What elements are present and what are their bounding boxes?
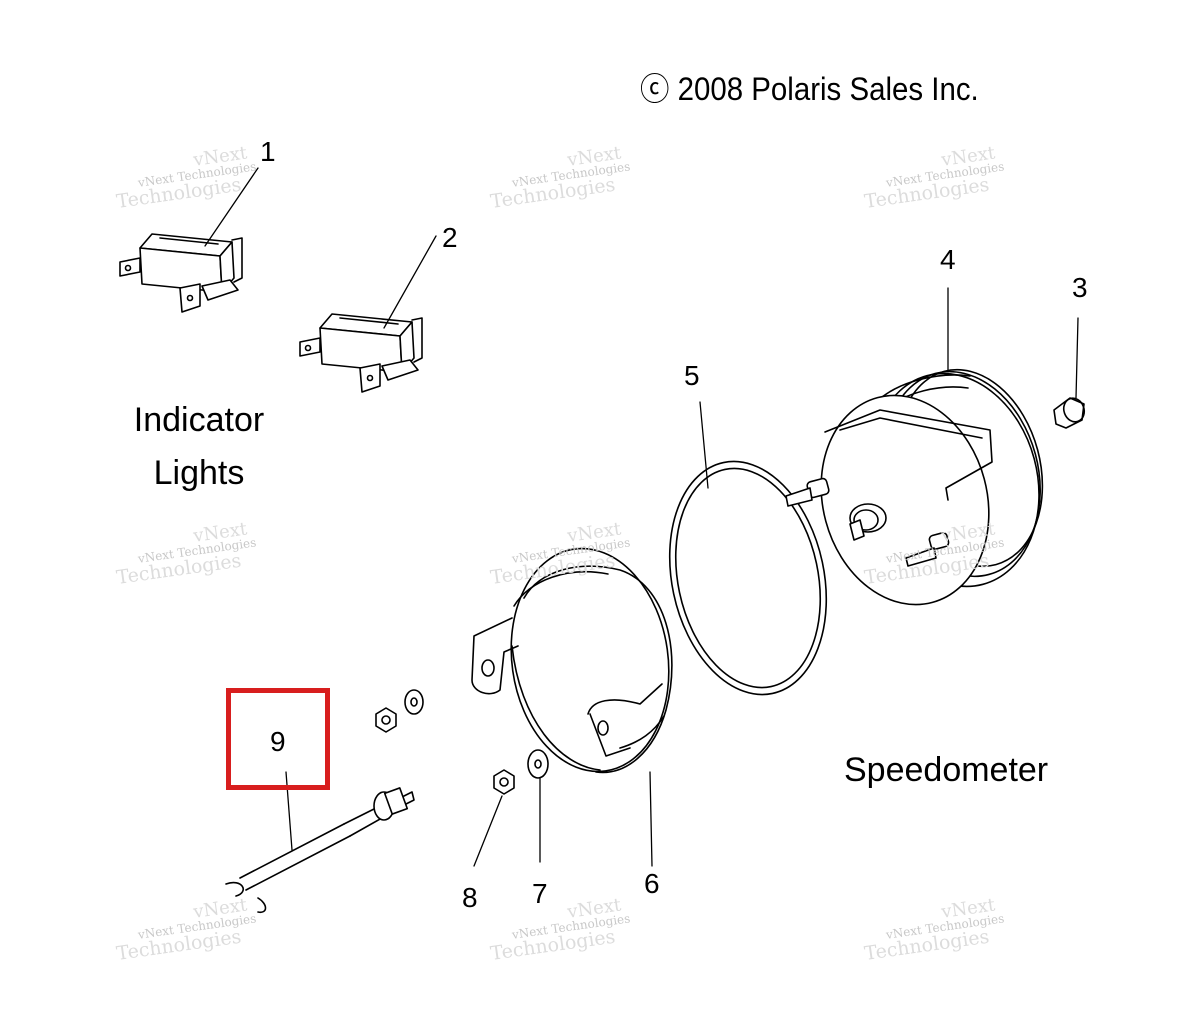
nut-upper — [375, 707, 397, 733]
callout-1: 1 — [260, 136, 276, 167]
callout-2: 2 — [442, 222, 458, 253]
caption-line: Indicator — [133, 401, 265, 439]
washer-7 — [527, 749, 549, 779]
callout-8: 8 — [462, 882, 478, 913]
bulb — [1053, 397, 1086, 429]
caption-line: Lights — [153, 453, 245, 492]
copyright-notice: ⓒ 2008 Polaris Sales Inc. — [640, 71, 979, 107]
speedometer-caption: Speedometer — [844, 751, 1049, 789]
callout-5: 5 — [684, 360, 700, 391]
leader-lines — [204, 167, 1079, 867]
indicator-light-2 — [299, 313, 423, 393]
speedometer-body — [785, 368, 1044, 606]
highlight-box — [226, 688, 330, 790]
nut-8 — [493, 769, 515, 795]
callout-9: 9 — [270, 726, 286, 757]
indicator-light-1 — [119, 233, 243, 313]
callout-3: 3 — [1072, 272, 1088, 303]
indicator-lights-caption: Indicator Lights — [126, 394, 272, 499]
callout-7: 7 — [532, 878, 548, 909]
gasket-ring — [668, 460, 828, 696]
callout-6: 6 — [644, 868, 660, 899]
speedometer-cable — [225, 787, 415, 914]
washer-upper — [404, 689, 424, 715]
bezel-housing — [471, 547, 673, 774]
callout-4: 4 — [940, 244, 956, 275]
